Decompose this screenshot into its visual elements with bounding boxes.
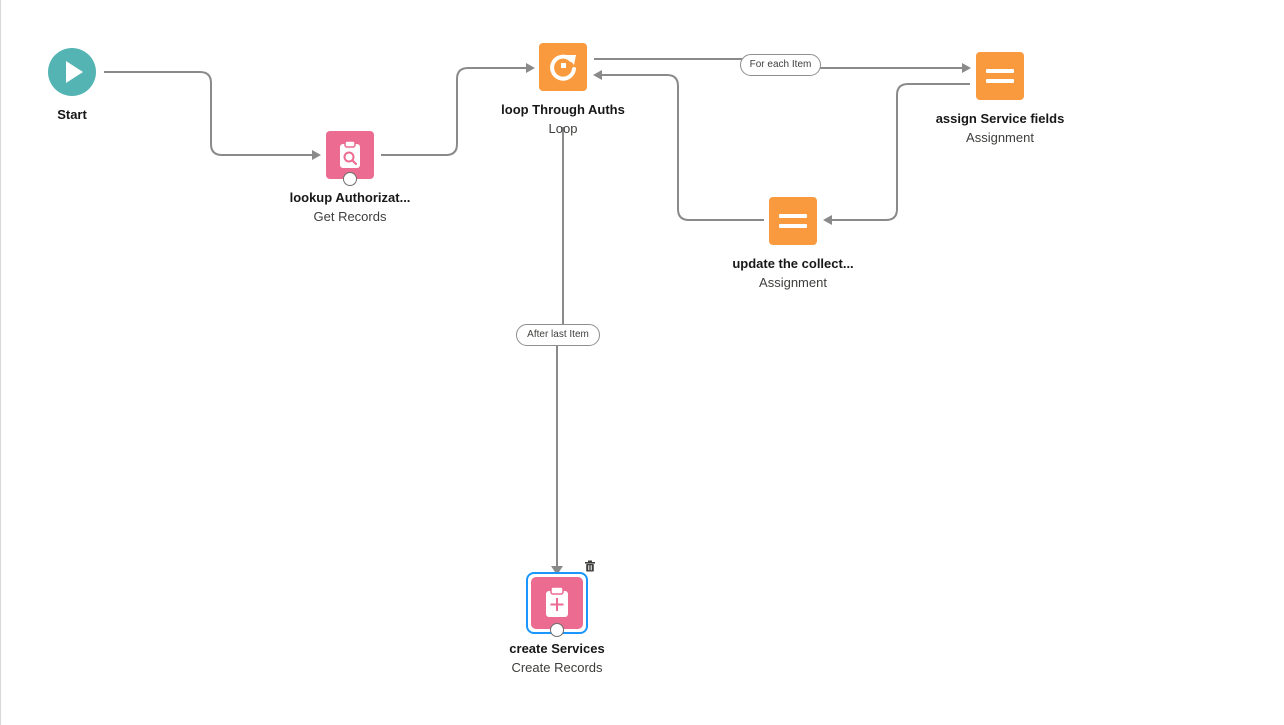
canvas-border (0, 0, 1, 725)
connector-arrow (526, 63, 535, 73)
loop-node-title: loop Through Auths (501, 102, 625, 117)
connector-update-to-loop[interactable] (602, 74, 764, 221)
lookup-node[interactable] (326, 131, 374, 179)
lookup-fault-port[interactable] (343, 172, 357, 186)
connector-arrow (823, 215, 832, 225)
assign-node-type: Assignment (966, 130, 1034, 145)
connector-arrow (551, 566, 563, 575)
connector-arrow (962, 63, 971, 73)
connector-arrow (593, 70, 602, 80)
update-node-type: Assignment (759, 275, 827, 290)
create-node-label: create Services Create Records (457, 639, 657, 677)
trash-icon[interactable] (584, 560, 596, 572)
connector-start-to-lookup[interactable] (104, 71, 312, 156)
equals-icon (779, 214, 807, 228)
loop-icon (550, 54, 576, 81)
create-node-type: Create Records (511, 660, 603, 675)
start-node-title: Start (57, 107, 87, 122)
equals-icon (986, 69, 1014, 83)
lookup-node-label: lookup Authorizat... Get Records (250, 188, 450, 226)
lookup-node-type: Get Records (313, 209, 387, 224)
update-collection-node[interactable] (769, 197, 817, 245)
loop-node-label: loop Through Auths Loop (463, 100, 663, 138)
create-services-node[interactable] (531, 577, 583, 629)
connector-label-for-each[interactable]: For each Item (740, 54, 821, 76)
connector-lookup-to-loop[interactable] (381, 67, 526, 156)
assign-node-title: assign Service fields (935, 111, 1065, 126)
clipboard-plus-icon (546, 586, 568, 617)
loop-node-type: Loop (548, 121, 578, 136)
loop-node[interactable] (539, 43, 587, 91)
assign-service-fields-node[interactable] (976, 52, 1024, 100)
connector-loop-to-create[interactable] (556, 127, 564, 566)
connector-assign-to-update[interactable] (832, 83, 970, 221)
create-node-title: create Services (509, 641, 605, 656)
assign-node-label: assign Service fields Assignment (900, 109, 1100, 147)
start-node-label: Start (22, 105, 122, 124)
update-node-title: update the collect... (732, 256, 854, 271)
play-icon (66, 61, 83, 83)
start-node[interactable] (48, 48, 96, 96)
create-fault-port[interactable] (550, 623, 564, 637)
clipboard-search-icon (340, 140, 360, 168)
connector-arrow (312, 150, 321, 160)
lookup-node-title: lookup Authorizat... (289, 190, 411, 205)
update-node-label: update the collect... Assignment (693, 254, 893, 292)
connector-label-after-last[interactable]: After last Item (516, 324, 600, 346)
